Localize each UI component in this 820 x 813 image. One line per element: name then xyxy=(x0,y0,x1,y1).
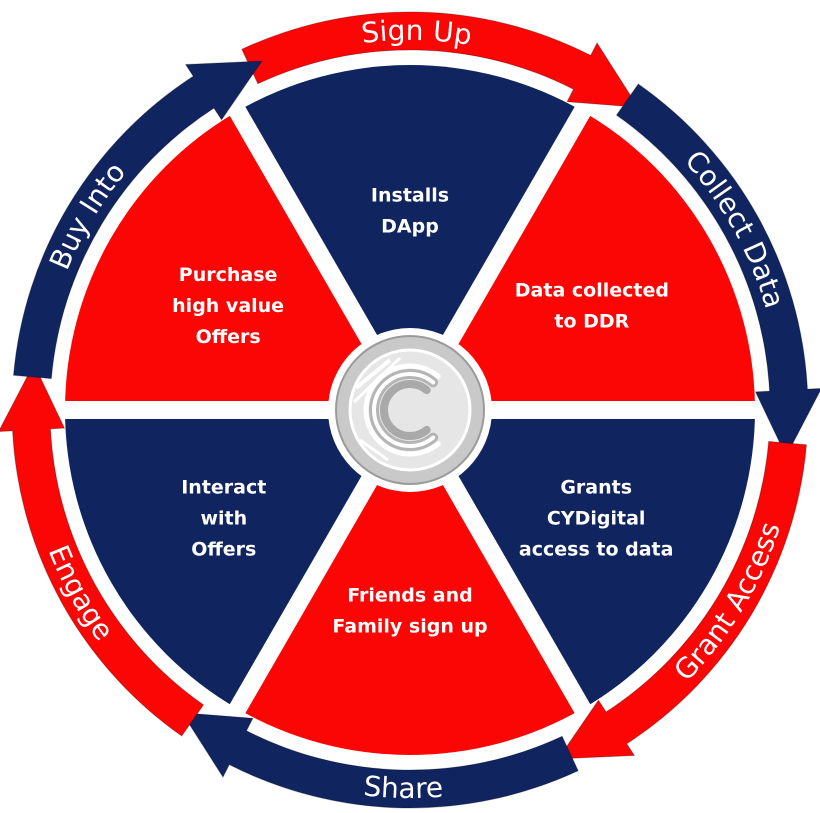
segment-6 xyxy=(65,111,410,410)
arrow-6 xyxy=(12,60,263,380)
arrow-label-4: Share xyxy=(362,769,444,805)
segment-2 xyxy=(410,111,755,410)
arrow-1 xyxy=(241,11,640,108)
segment-1 xyxy=(237,64,583,410)
segment-4 xyxy=(237,410,583,756)
c-coin-logo-icon xyxy=(352,356,441,462)
arrow-5 xyxy=(0,362,205,737)
arrow-4 xyxy=(180,712,579,809)
segment-5 xyxy=(64,410,410,709)
segment-3 xyxy=(410,410,755,709)
hub-logo xyxy=(328,328,492,492)
arrows-layer xyxy=(0,11,820,809)
arrow-3 xyxy=(557,440,808,760)
arrow-label-1: Sign Up xyxy=(360,14,474,52)
arrow-2 xyxy=(615,83,820,458)
